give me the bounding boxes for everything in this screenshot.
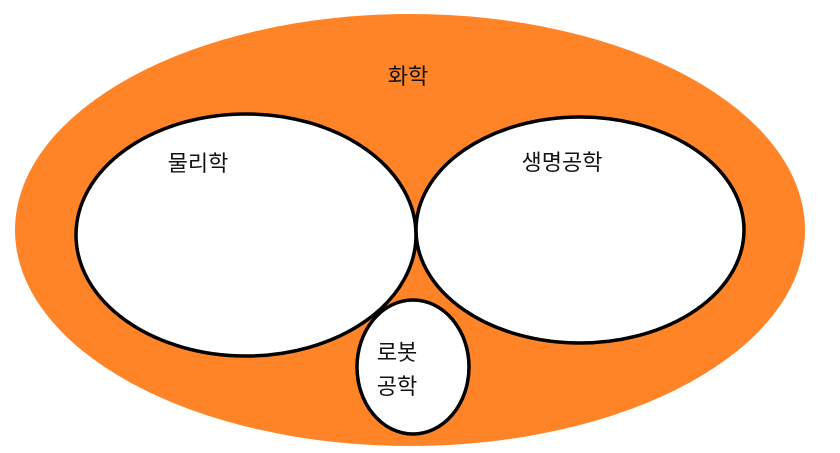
physics-label: 물리학 <box>168 152 229 177</box>
robotics-region <box>355 298 471 436</box>
physics-region <box>74 112 418 358</box>
chemistry-label: 화학 <box>388 65 428 90</box>
bioengineering-region <box>414 115 746 345</box>
bioengineering-label: 생명공학 <box>522 151 603 176</box>
robotics-label-line1: 로봇 <box>377 341 417 366</box>
robotics-label-line2: 공학 <box>377 375 417 400</box>
